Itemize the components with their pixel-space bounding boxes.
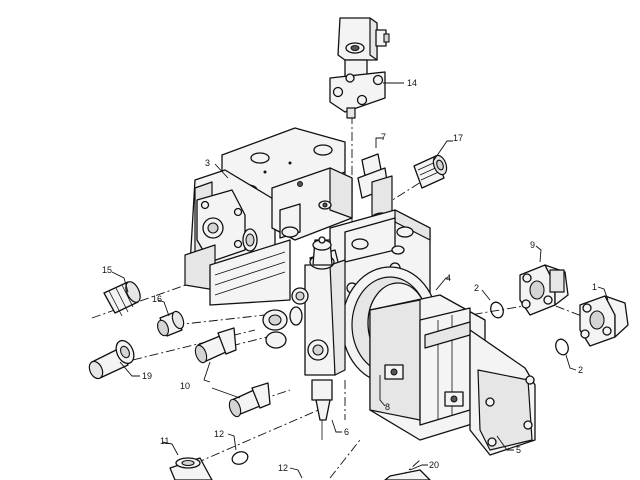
callout-4: 4 [446, 273, 451, 283]
callout-7: 7 [381, 132, 386, 142]
callout-10: 10 [180, 381, 190, 391]
part-12-o-ring [231, 451, 249, 465]
callout-14: 14 [407, 78, 417, 88]
part-2-o-ring-lower [555, 338, 569, 356]
part-11-fitting [169, 457, 213, 480]
part-3-main-pump-housing [184, 127, 346, 306]
callout-1: 1 [592, 282, 597, 292]
callout-3: 3 [205, 158, 210, 168]
part-8-cartridge [291, 236, 346, 440]
callout-17: 17 [453, 133, 463, 143]
callout-20: 20 [429, 460, 439, 470]
callout-8: 8 [385, 402, 390, 412]
callout-15: 15 [102, 265, 112, 275]
leader-lines [111, 82, 609, 479]
part-10-elbow-upper [194, 327, 237, 364]
callout-11: 11 [160, 436, 169, 446]
callout-labels: 14 7 17 3 9 1 2 2 4 15 16 19 10 8 6 5 11… [102, 78, 597, 473]
part-1-flange [579, 295, 629, 347]
callout-6: 6 [344, 427, 349, 437]
part-15-cap [103, 281, 141, 317]
callout-19: 19 [142, 371, 152, 381]
mounting-bolt-group [262, 306, 303, 349]
callout-12-upper: 12 [214, 429, 224, 439]
part-5-gear-pump [369, 294, 536, 456]
part-20-partial [384, 469, 431, 480]
part-9-flange [519, 264, 569, 316]
part-19-nipple [88, 339, 135, 380]
part-regulator-block [271, 167, 353, 241]
callout-5: 5 [516, 445, 521, 455]
callout-16: 16 [152, 294, 162, 304]
callout-2-upper: 2 [474, 283, 479, 293]
part-14-solenoid-valve [329, 17, 390, 119]
part-10-elbow-lower [228, 382, 271, 418]
part-17-plug [413, 154, 448, 189]
part-2-o-ring-upper [490, 301, 504, 319]
callout-9: 9 [530, 240, 535, 250]
callout-12-lower: 12 [278, 463, 288, 473]
callout-2-lower: 2 [578, 365, 583, 375]
part-16-fitting [157, 310, 185, 337]
